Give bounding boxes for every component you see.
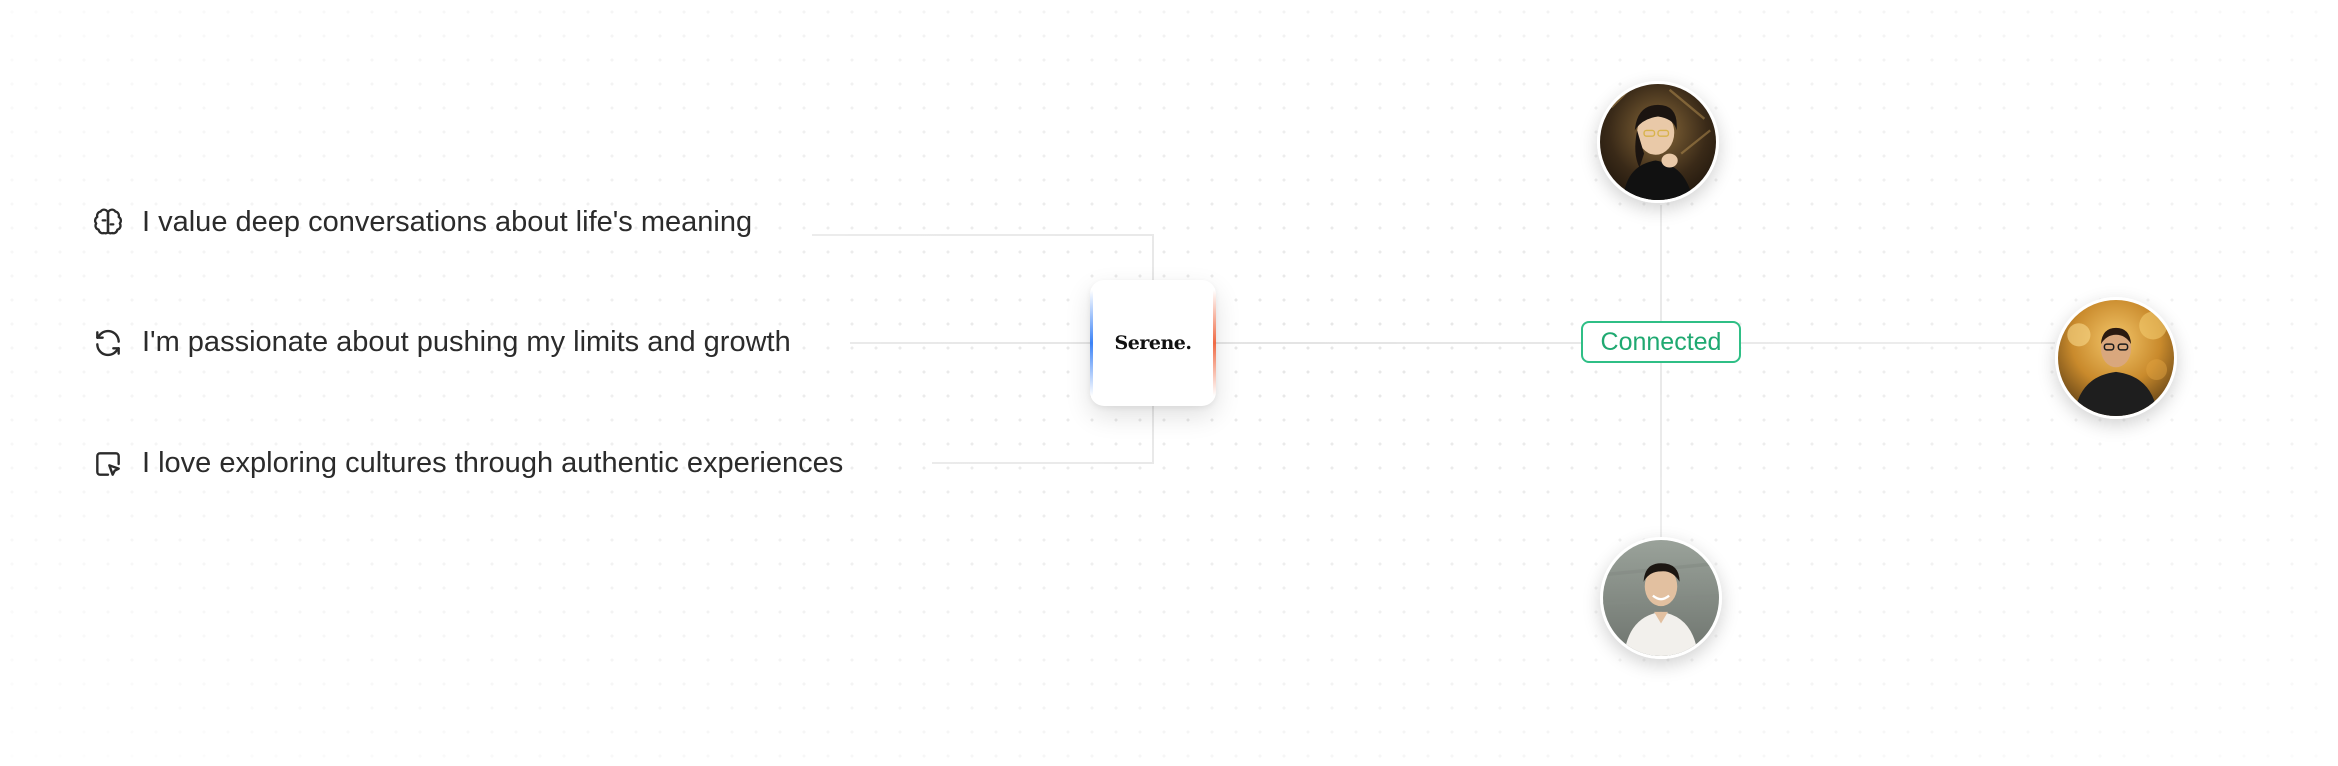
avatar-right[interactable] [2055, 297, 2177, 419]
trait-item-2: I'm passionate about pushing my limits a… [92, 326, 791, 359]
connected-status-badge: Connected [1581, 321, 1741, 363]
refresh-icon [92, 327, 124, 359]
trait-item-3: I love exploring cultures through authen… [92, 447, 843, 480]
trait-label-3: I love exploring cultures through authen… [142, 447, 844, 479]
avatar-bottom[interactable] [1600, 537, 1722, 659]
trait-label-1: I value deep conversations about life's … [142, 206, 753, 238]
person-photo-icon [1600, 84, 1716, 200]
trait-label-2: I'm passionate about pushing my limits a… [142, 326, 791, 358]
avatar-top[interactable] [1597, 81, 1719, 203]
connected-status-label: Connected [1600, 327, 1722, 356]
pointer-frame-icon [92, 448, 124, 480]
serene-logo-card[interactable]: Serene. [1090, 280, 1216, 406]
trait-item-1: I value deep conversations about life's … [92, 206, 752, 239]
connector-trait-1 [812, 234, 1154, 280]
person-photo-icon [1603, 540, 1719, 656]
brain-icon [92, 207, 124, 239]
serene-logo: Serene. [1114, 332, 1192, 354]
person-photo-icon [2058, 300, 2174, 416]
connector-trait-3 [932, 406, 1154, 464]
